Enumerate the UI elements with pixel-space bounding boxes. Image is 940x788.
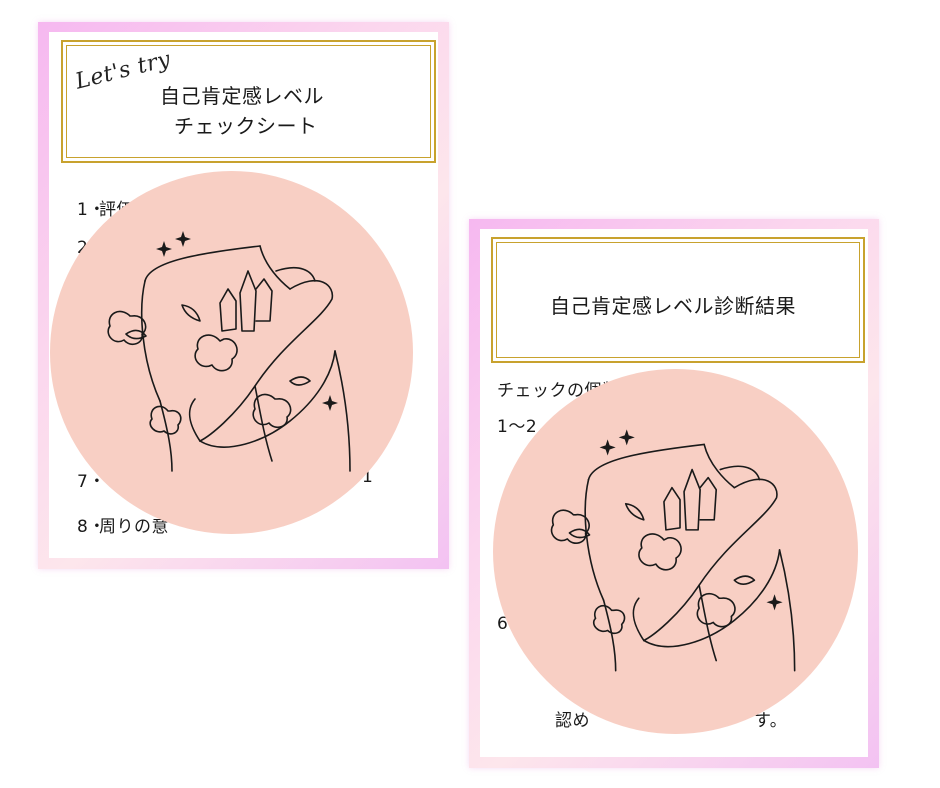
right-line-3: 6: [497, 614, 509, 634]
hugging-woman-illustration-icon-2: [550, 429, 796, 672]
left-item-1-number: 1・: [77, 200, 106, 220]
sparkle-icon: [599, 429, 783, 611]
left-illustration-circle: [50, 171, 413, 534]
right-line-2: 1～2: [497, 417, 538, 437]
left-title-line1: 自己肯定感レベル: [160, 84, 324, 108]
right-title-box: [491, 237, 865, 363]
left-partial-glyph: 1: [362, 467, 374, 487]
left-item-8-number: 8・: [77, 517, 106, 537]
left-item-7-number: 7・: [77, 472, 106, 492]
right-illustration-circle: [493, 369, 858, 734]
sparkle-icon: [156, 231, 338, 411]
right-tail-fragment: す。: [754, 711, 788, 731]
right-title: 自己肯定感レベル診断結果: [550, 294, 796, 318]
right-line-4: 認め: [555, 711, 590, 731]
hugging-woman-illustration-icon: [107, 231, 351, 472]
left-title-box: [61, 40, 436, 163]
left-title-line2: チェックシート: [174, 114, 318, 138]
left-item-8-text: 周りの意: [99, 517, 169, 537]
